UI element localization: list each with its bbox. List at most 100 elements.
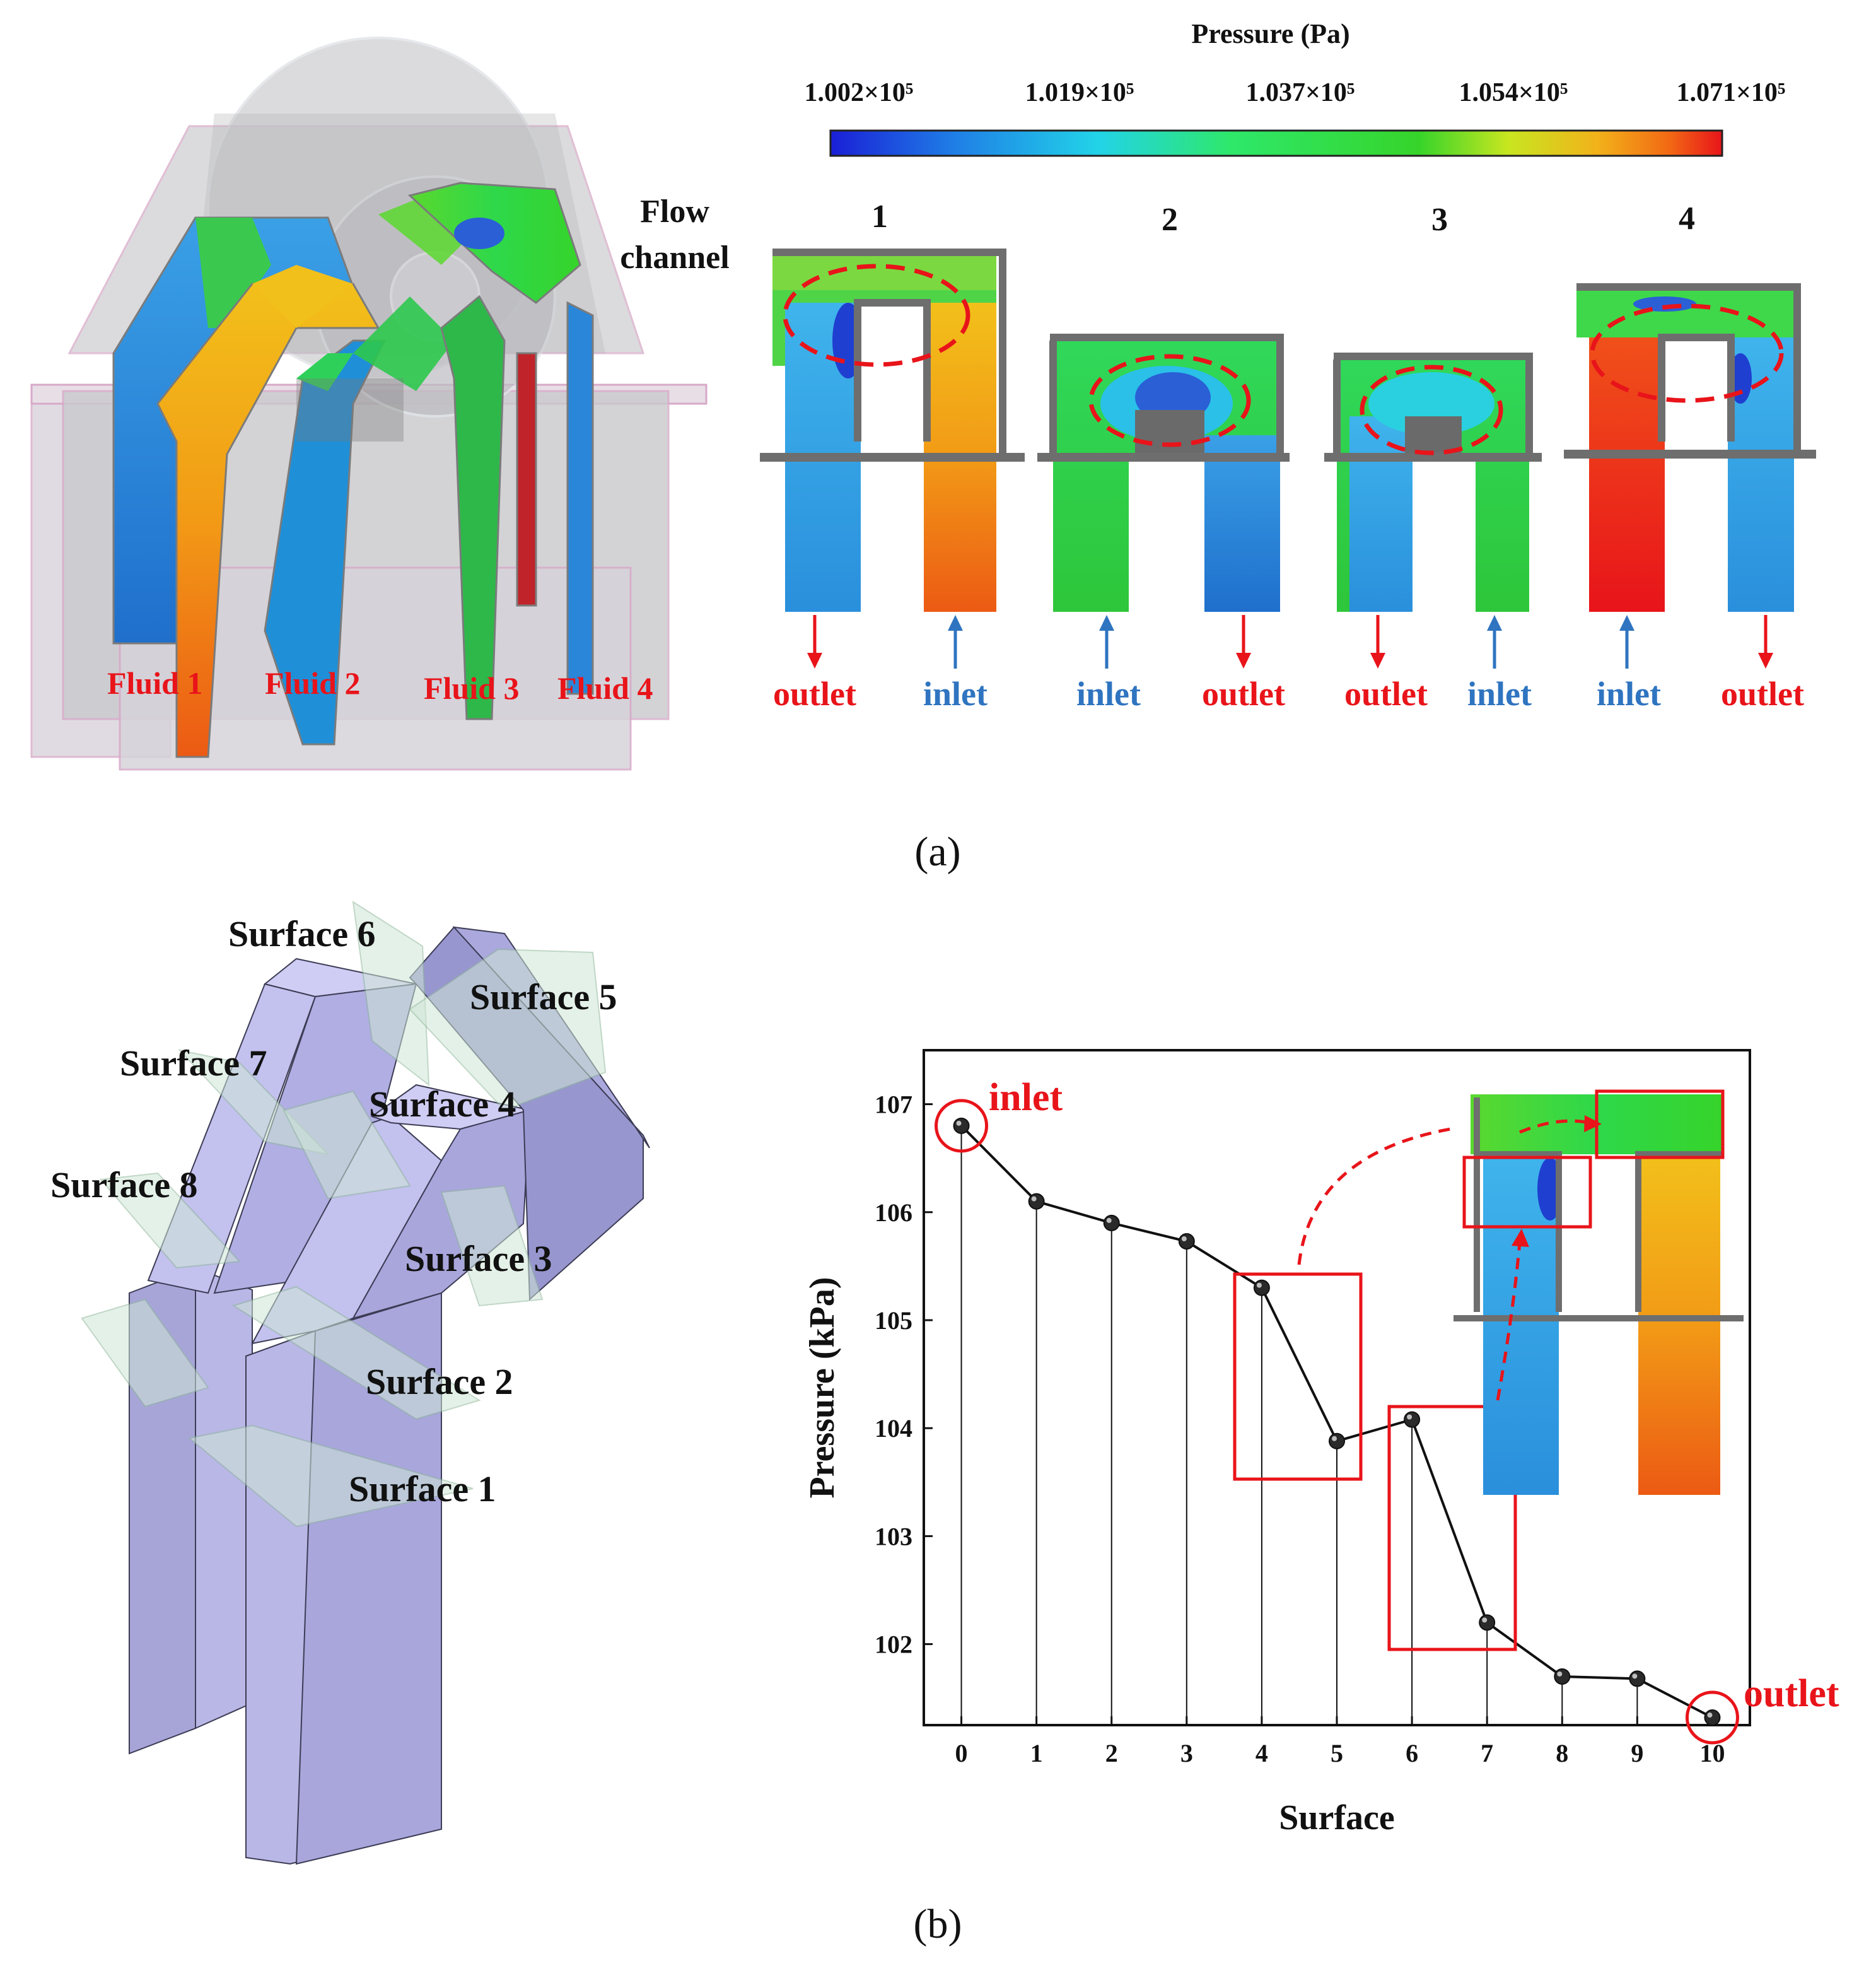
inlet-annotation: inlet [989,1076,1063,1119]
ch1-right-label: inlet [923,675,988,713]
ch2-right-label: outlet [1202,675,1285,713]
fluid-2-label: Fluid 2 [265,665,360,701]
colorbar-tick-1: 1.002×10⁵ [804,78,913,107]
x-tick-label-8: 8 [1556,1739,1568,1767]
ch4-right-label: outlet [1721,675,1804,713]
data-point-highlight-4 [1256,1282,1262,1288]
panel-a-3d-model: Fluid 1 Fluid 2 Fluid 3 Fluid 4 Flow cha… [30,37,730,771]
caption-b: (b) [914,1901,962,1947]
data-point-8 [1554,1668,1571,1685]
flow-arrows [807,615,1773,669]
data-point-highlight-9 [1632,1673,1638,1679]
channel-2: 2 [1037,202,1290,612]
x-tick-label-6: 6 [1406,1739,1418,1767]
x-tick-label-2: 2 [1105,1739,1118,1767]
surface-8-label: Surface 8 [50,1164,198,1205]
flow-labels: outlet inlet inlet outlet outlet inlet i… [773,675,1804,713]
ch4-left-label: inlet [1597,675,1661,713]
data-point-10 [1704,1709,1721,1726]
x-axis-label: Surface [1279,1798,1395,1837]
data-point-5 [1329,1432,1345,1449]
outlet-highlight-circle [1685,1690,1739,1745]
arrow-ch4-outlet [1758,615,1773,669]
y-tick-label-102: 102 [875,1631,912,1659]
fluid-labels: Fluid 1 Fluid 2 Fluid 3 Fluid 4 [107,665,653,706]
data-point-highlight-8 [1557,1671,1563,1677]
channel-3: 3 [1324,202,1542,612]
colorbar: Pressure (Pa) 1.002×10⁵ 1.019×10⁵ 1.037×… [804,18,1786,157]
y-tick-label-107: 107 [875,1091,912,1119]
channel-2-number: 2 [1162,202,1178,238]
data-points [953,1117,1721,1726]
data-point-highlight-7 [1482,1617,1488,1623]
highlight-box-surface-6-7 [1387,1405,1517,1651]
fluid-4-label: Fluid 4 [557,670,653,706]
arrow-ch4-inlet [1619,615,1634,669]
surface-3-label: Surface 3 [405,1238,552,1279]
fluid-slices [112,182,594,758]
x-tick-label-7: 7 [1481,1739,1493,1767]
drop-lines [960,1125,1713,1725]
y-tick-label-103: 103 [875,1522,912,1550]
data-point-4 [1253,1279,1270,1296]
ch1-left-label: outlet [773,675,856,713]
data-point-7 [1479,1614,1496,1631]
channel-4: 4 [1564,201,1816,612]
surface-5-label: Surface 5 [470,976,617,1017]
colorbar-tick-5: 1.071×10⁵ [1676,78,1785,107]
panel-b-3d-model [81,900,650,1865]
arrow-ch2-inlet [1099,615,1114,669]
ch3-right-label: inlet [1467,675,1532,713]
arrow-ch1-outlet [807,615,822,669]
data-point-2 [1103,1214,1120,1231]
x-tick-label-9: 9 [1631,1739,1643,1767]
x-tick-label-4: 4 [1256,1739,1268,1767]
inset-pressure-contour [1297,1089,1744,1495]
caption-a: (a) [914,829,960,875]
x-tick-label-3: 3 [1180,1739,1193,1767]
flow-channel-label-line2: channel [620,240,729,276]
channel-3-number: 3 [1431,202,1448,238]
data-point-3 [1178,1233,1195,1250]
data-point-0 [953,1117,970,1134]
y-tick-label-105: 105 [875,1306,912,1335]
data-point-highlight-3 [1181,1236,1187,1242]
ch3-left-label: outlet [1344,675,1428,713]
x-tick-label-1: 1 [1030,1739,1043,1767]
surface-7-label: Surface 7 [120,1043,267,1084]
data-point-highlight-2 [1106,1217,1112,1223]
data-point-highlight-5 [1332,1436,1337,1441]
data-point-1 [1028,1193,1045,1210]
y-tick-label-106: 106 [875,1198,912,1227]
colorbar-tick-3: 1.037×10⁵ [1245,78,1355,107]
y-tick-label-104: 104 [875,1414,912,1443]
surface-labels: Surface 6 Surface 5 Surface 7 Surface 4 … [50,913,617,1509]
data-point-highlight-6 [1407,1414,1413,1420]
data-point-9 [1629,1670,1646,1687]
colorbar-title: Pressure (Pa) [1191,18,1349,49]
ch2-left-label: inlet [1076,675,1141,713]
surface-2-label: Surface 2 [366,1361,513,1402]
channel-4-number: 4 [1679,201,1695,237]
arrow-ch1-inlet [948,615,963,669]
x-tick-label-5: 5 [1331,1739,1343,1767]
colorbar-tick-4: 1.054×10⁵ [1459,78,1568,107]
data-point-highlight-10 [1707,1712,1713,1718]
channel-1-number: 1 [871,199,888,235]
channel-1: 1 [760,199,1025,612]
inlet-highlight-circle [935,1099,989,1153]
highlight-box-surface-4-5 [1233,1272,1363,1481]
data-point-6 [1404,1411,1421,1428]
y-axis-ticks: 102 103 104 105 106 107 [875,1091,933,1659]
y-axis-label: Pressure (kPa) [803,1277,842,1499]
colorbar-gradient [829,129,1723,157]
surface-6-label: Surface 6 [228,913,376,954]
arrow-ch2-outlet [1236,615,1251,669]
data-point-highlight-0 [956,1120,962,1126]
colorbar-tick-2: 1.019×10⁵ [1025,78,1134,107]
arrow-ch3-outlet [1370,615,1385,669]
fluid-3-label: Fluid 3 [424,670,519,706]
x-tick-label-0: 0 [955,1739,968,1767]
